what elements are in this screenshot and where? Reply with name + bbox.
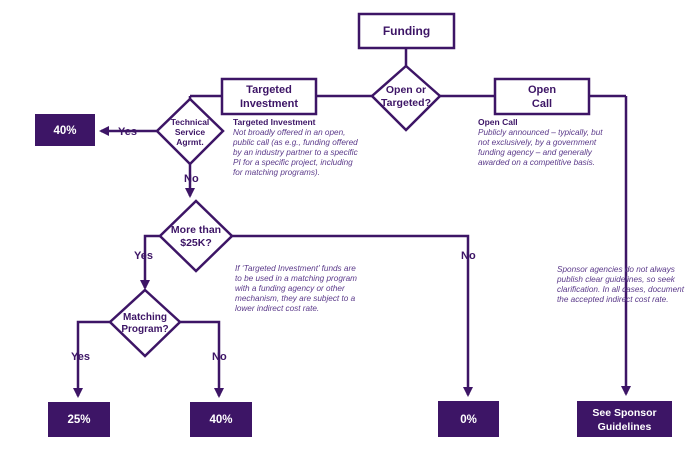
targeted-label-line2: Investment <box>240 98 298 110</box>
decision-label-line1: Open or <box>386 84 426 96</box>
connectors <box>73 48 631 398</box>
opencall-label-line2: Call <box>532 98 552 110</box>
targeted-label-line1: Targeted <box>246 84 292 96</box>
decision-label-line2: Targeted? <box>381 97 431 109</box>
node-result-40-bottom: 40% <box>190 402 252 437</box>
result-25-label: 25% <box>67 414 90 426</box>
k25-label-line1: More than <box>171 224 221 236</box>
node-result-40-top: 40% <box>35 114 95 146</box>
note-targeted-line: by an industry partner to a specific <box>233 148 358 157</box>
note-targeted-line: PI for a specific project, including <box>233 158 353 167</box>
note-targeted-line: Not broadly offered in an open, <box>233 128 345 137</box>
sponsor-label-line1: See Sponsor <box>592 407 656 419</box>
edge-25k-yes <box>140 234 160 290</box>
matching-yes-label: Yes <box>71 351 90 363</box>
note-targeted: Targeted Investment Not broadly offered … <box>232 117 358 177</box>
node-see-sponsor: See Sponsor Guidelines <box>577 401 672 437</box>
node-technical-service: Technical Service Agrmt. <box>155 97 225 166</box>
note-targeted-line: public call (as e.g., funding offered <box>232 138 358 147</box>
note-open-call: Open Call Publicly announced – typically… <box>478 117 603 167</box>
note-matching-line: to be used in a matching program <box>235 274 357 283</box>
edge-matching-yes <box>73 320 110 398</box>
k25-yes-label: Yes <box>134 250 153 262</box>
k25-no-label: No <box>461 250 476 262</box>
node-result-25: 25% <box>48 402 110 437</box>
note-matching-line: mechanism, they are subject to a <box>235 294 356 303</box>
note-sponsor: Sponsor agencies do not always publish c… <box>556 265 685 304</box>
k25-label-line2: $25K? <box>180 237 212 249</box>
tsa-yes-label: Yes <box>118 126 137 138</box>
note-open-line: awarded on a competitive basis. <box>478 158 595 167</box>
edge-matching-no <box>180 320 224 398</box>
matching-label-line2: Program? <box>121 324 168 335</box>
tsa-label-line3: Agrmt. <box>176 137 203 147</box>
note-open-title: Open Call <box>478 117 518 127</box>
note-targeted-title: Targeted Investment <box>233 117 316 127</box>
node-matching-program: Matching Program? <box>108 288 182 358</box>
node-result-0: 0% <box>438 401 499 437</box>
note-open-line: funding agency – and generally <box>478 148 593 157</box>
node-more-than-25k: More than $25K? <box>158 199 234 273</box>
result-40-top-label: 40% <box>53 125 76 137</box>
edge-25k-no <box>232 234 473 397</box>
note-targeted-line: for matching programs). <box>233 168 320 177</box>
result-0-label: 0% <box>460 414 477 426</box>
tsa-label-line1: Technical <box>171 117 210 127</box>
node-targeted-investment: Targeted Investment <box>220 77 318 116</box>
note-sponsor-line: Sponsor agencies do not always <box>557 265 675 274</box>
note-matching-line: with a funding agency or other <box>235 284 345 293</box>
node-open-call: Open Call <box>493 77 591 116</box>
opencall-label-line1: Open <box>528 84 556 96</box>
note-sponsor-line: clarification. In all cases, document <box>557 285 685 294</box>
note-matching: If ‘Targeted Investment’ funds are to be… <box>235 264 357 313</box>
note-sponsor-line: the accepted indirect cost rate. <box>557 295 669 304</box>
result-40-bottom-label: 40% <box>209 414 232 426</box>
matching-no-label: No <box>212 351 227 363</box>
note-matching-line: lower indirect cost rate. <box>235 304 319 313</box>
note-open-line: Publicly announced – typically, but <box>478 128 603 137</box>
note-matching-line: If ‘Targeted Investment’ funds are <box>235 264 356 273</box>
node-funding: Funding <box>357 12 456 50</box>
matching-label-line1: Matching <box>123 312 167 323</box>
sponsor-label-line2: Guidelines <box>598 421 652 433</box>
node-open-or-targeted: Open or Targeted? <box>370 64 442 132</box>
note-sponsor-line: publish clear guidelines, so seek <box>556 275 676 284</box>
tsa-label-line2: Service <box>175 127 206 137</box>
funding-label: Funding <box>383 24 430 38</box>
tsa-no-label: No <box>184 173 199 185</box>
note-open-line: not exclusively, by a government <box>478 138 597 147</box>
